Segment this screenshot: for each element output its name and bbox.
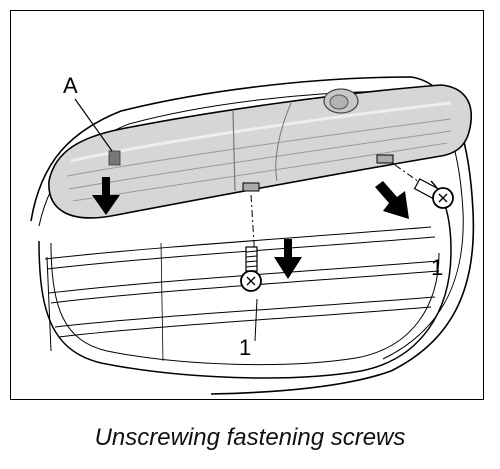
grille-divider — [46, 256, 52, 352]
callout-label-a: A — [63, 73, 78, 98]
fender-edge — [382, 210, 464, 360]
grille-slat — [54, 296, 436, 328]
trim-strip-rib — [66, 118, 452, 177]
grille-slat — [50, 270, 440, 304]
grille-slat — [44, 226, 432, 260]
bumper-grille-illustration — [30, 76, 475, 395]
callout-label-screw-left: 1 — [239, 335, 252, 360]
grille-slat — [46, 236, 436, 270]
diagonal-arrow — [375, 181, 409, 219]
callout-leader-line — [254, 298, 258, 342]
sensor-lens — [329, 94, 349, 110]
trim-strip — [48, 84, 472, 219]
down-arrow — [92, 177, 120, 215]
grille-divider — [160, 242, 164, 362]
part-a-leader-line — [74, 98, 113, 152]
trim-strip-seam — [232, 110, 236, 192]
mounting-tab — [242, 182, 260, 192]
fastening-screw-right — [413, 178, 454, 209]
grille-slat — [48, 260, 440, 294]
grille-opening-inner — [50, 242, 440, 366]
figure-frame: A 1 1 — [10, 10, 484, 400]
down-arrow — [274, 239, 302, 279]
grille-slat — [58, 306, 432, 338]
figure-caption: Unscrewing fastening screws — [94, 424, 406, 451]
screw-axis-line — [394, 164, 440, 197]
trim-strip-seam — [275, 102, 292, 182]
part-a-clip — [108, 150, 121, 166]
trim-strip-rib — [72, 142, 448, 202]
callout-label-screw-right: 1 — [431, 255, 444, 280]
trim-strip-highlight — [70, 101, 452, 163]
screw-axis-line — [250, 194, 256, 260]
fastening-screw-left — [240, 246, 262, 292]
mounting-tab — [376, 154, 394, 164]
grille-opening-outline — [38, 180, 452, 379]
